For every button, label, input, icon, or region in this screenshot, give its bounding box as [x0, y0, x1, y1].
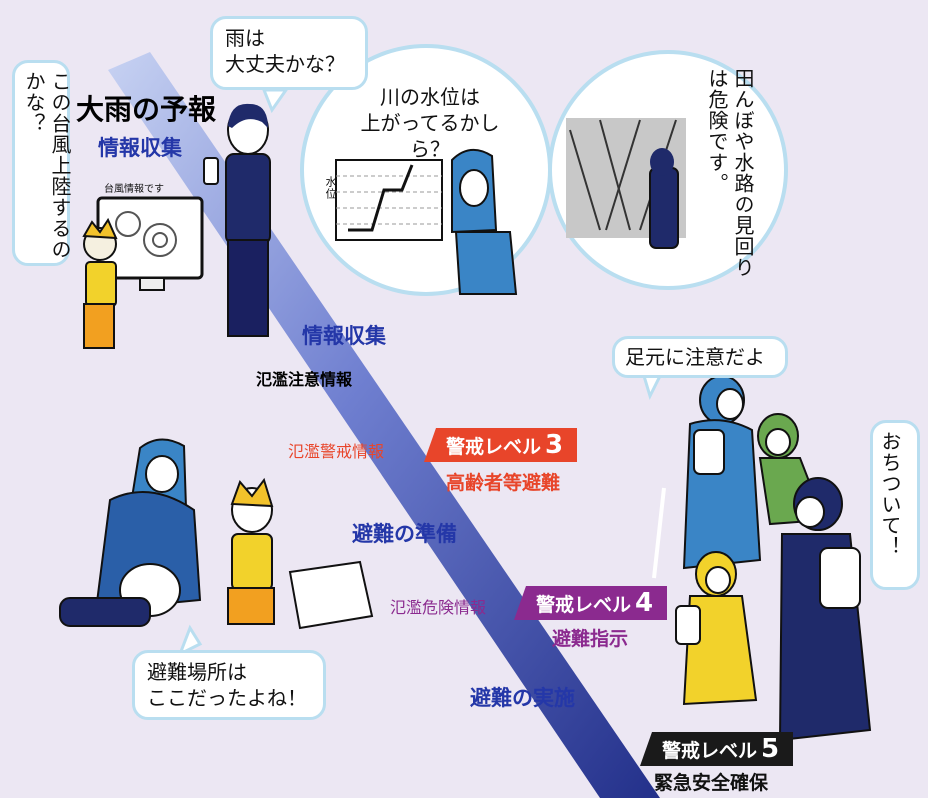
- river-question-text: 川の水位は 上がってるかしら？: [360, 85, 500, 161]
- stage-prepare: 避難の準備: [352, 522, 457, 546]
- level-5-action: 緊急安全確保: [654, 772, 769, 794]
- alert-caution: 氾濫注意情報: [256, 370, 353, 389]
- level-3-action: 高齢者等避難: [446, 472, 561, 494]
- level-4-num: 4: [635, 588, 654, 618]
- stage-info-1: 情報収集: [98, 136, 182, 160]
- bubble-tail-rain: [261, 88, 289, 114]
- bubble-calm: おちついて！: [870, 420, 920, 590]
- evacuating-family-figure: [652, 375, 872, 742]
- level-4-action: 避難指示: [552, 628, 629, 650]
- bubble-tail-shelter: [177, 624, 203, 658]
- level-3-num: 3: [545, 430, 564, 460]
- man-phone-figure: [203, 103, 271, 337]
- field-patrol-circle: [548, 50, 788, 290]
- chart-axis-label: 水位: [324, 176, 337, 200]
- bubble-typhoon: この台風上陸するのかな？: [12, 60, 72, 266]
- tv-caption: 台風情報です: [104, 184, 164, 195]
- level-4-label: 警戒レベル: [536, 594, 632, 616]
- level-3-label: 警戒レベル: [446, 436, 542, 458]
- bubble-footing: 足元に注意だよ: [612, 336, 788, 378]
- alert-danger: 氾濫危険情報: [390, 598, 487, 617]
- bubble-shelter: 避難場所は ここだったよね！: [132, 650, 326, 720]
- river-level-circle: [300, 44, 552, 296]
- stage-info-2: 情報収集: [302, 324, 386, 348]
- page-title: 大雨の予報: [76, 93, 217, 126]
- level-5-label: 警戒レベル: [662, 740, 758, 762]
- boy-tv-figure: [82, 196, 204, 349]
- alert-warning: 氾濫警戒情報: [288, 442, 385, 461]
- bubble-tail-footing: [641, 374, 663, 401]
- bubble-rain: 雨は 大丈夫かな？: [210, 16, 368, 90]
- level-5-num: 5: [761, 734, 780, 764]
- mother-child-figure: [59, 438, 374, 630]
- field-warning-text: 田んぼや水路の見回りは危険です。: [705, 68, 755, 278]
- stage-execute: 避難の実施: [470, 686, 575, 710]
